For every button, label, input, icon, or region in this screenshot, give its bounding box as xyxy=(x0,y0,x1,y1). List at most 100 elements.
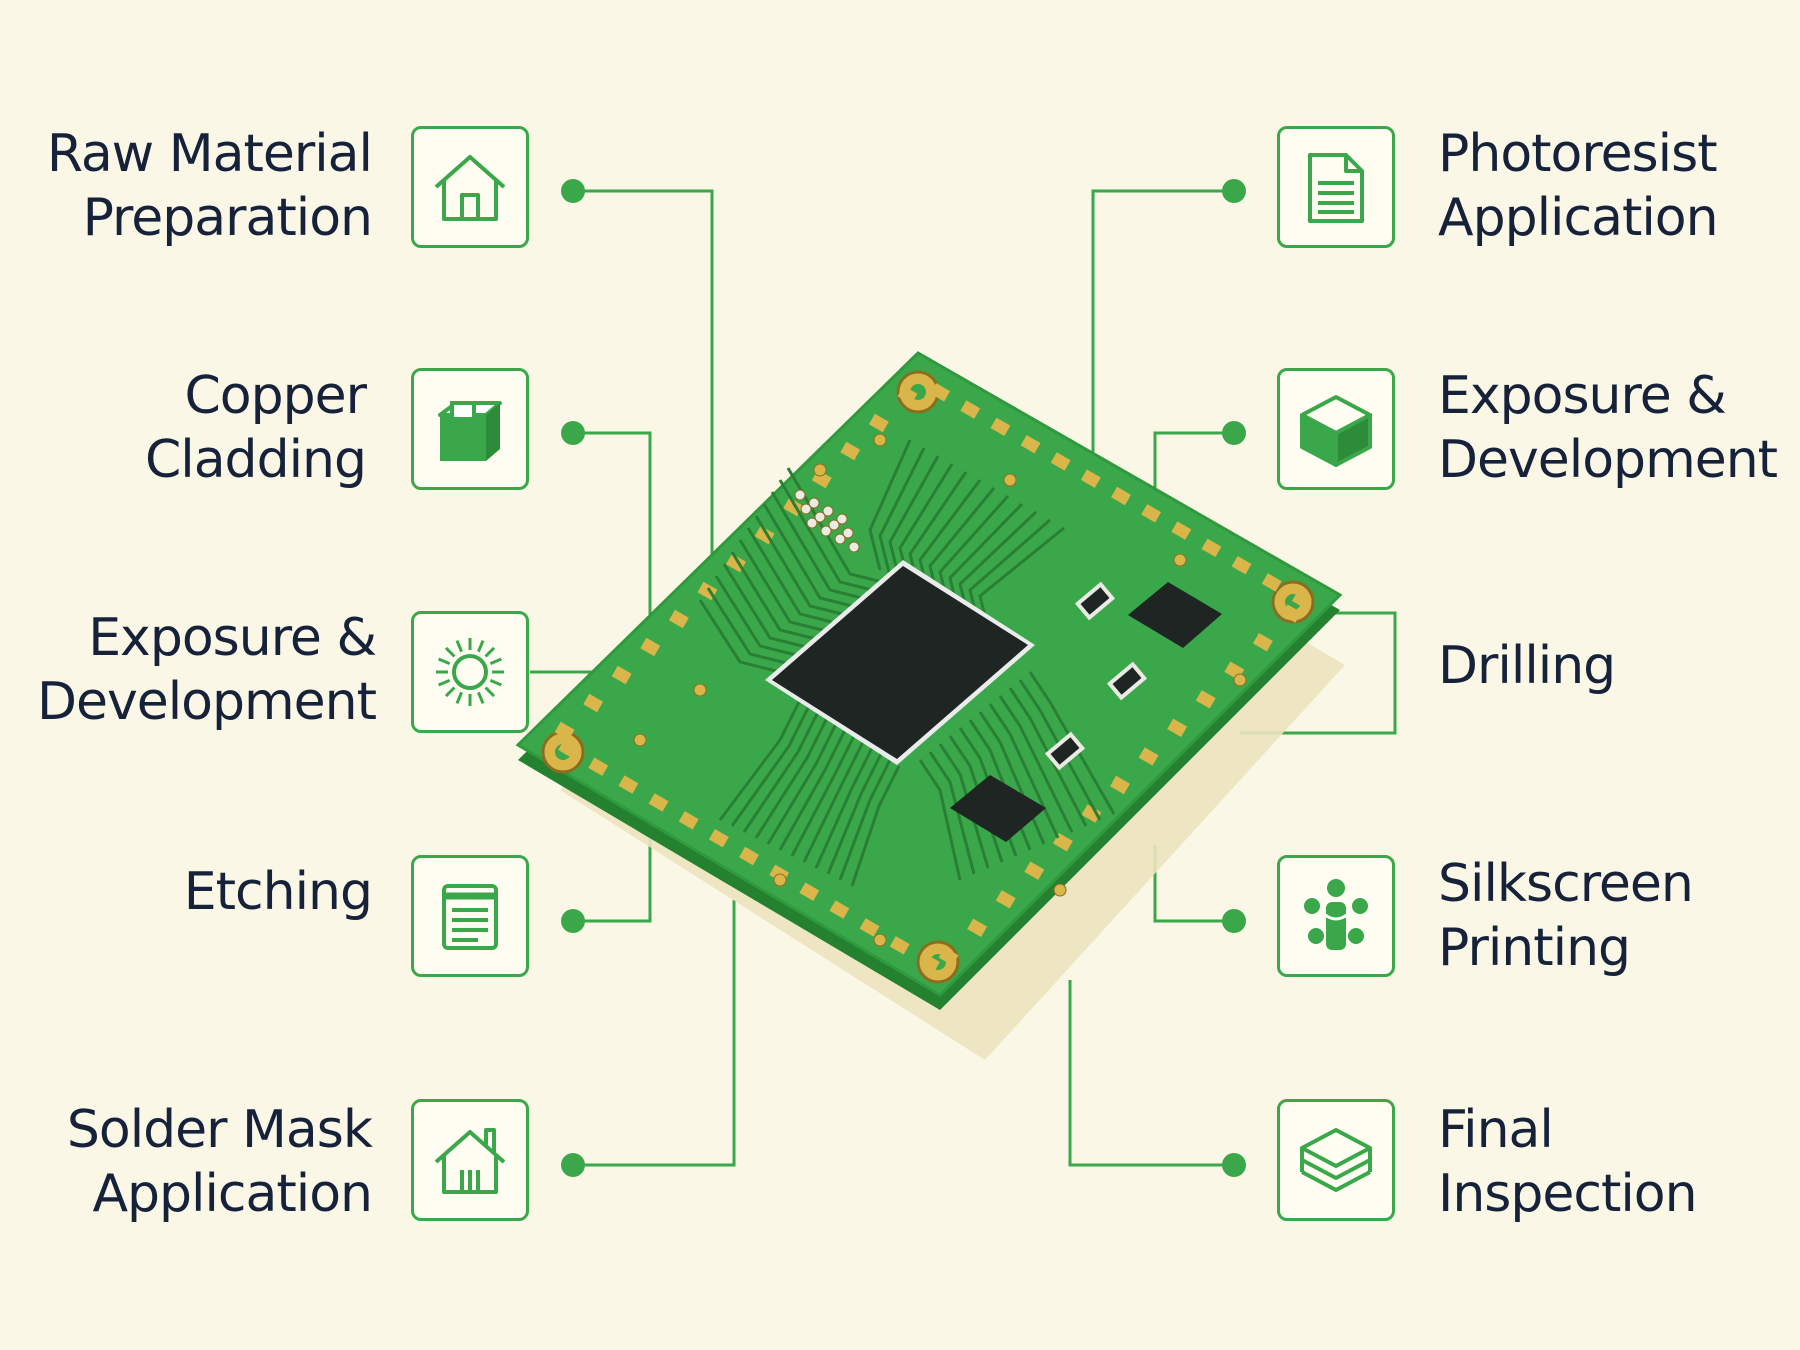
connector-dot xyxy=(561,909,585,933)
sun-icon xyxy=(436,638,504,706)
step-label-final-inspection: Final Inspection xyxy=(1438,1100,1698,1224)
via xyxy=(800,503,812,515)
trace xyxy=(838,759,892,881)
edge-pad xyxy=(1291,590,1312,609)
trace xyxy=(762,503,861,610)
trace xyxy=(1018,679,1102,821)
edge-pad xyxy=(1231,555,1252,575)
step-icon-box-photoresist xyxy=(1277,126,1395,248)
via xyxy=(1053,883,1067,897)
trace xyxy=(746,527,841,626)
step-icon-box-raw-material xyxy=(411,126,529,248)
via xyxy=(836,513,848,525)
sun-ray xyxy=(477,640,485,653)
edge-pads xyxy=(554,383,1312,973)
edge-pad xyxy=(1080,469,1101,488)
layers-icon xyxy=(1300,1128,1372,1192)
document-icon xyxy=(1308,153,1364,223)
connector-etching xyxy=(573,830,652,923)
trace xyxy=(918,759,962,881)
via xyxy=(794,489,806,501)
trace xyxy=(730,551,821,642)
edge-pad xyxy=(588,757,609,776)
sun-ray xyxy=(438,657,451,665)
edge-pad xyxy=(1281,604,1302,623)
edge-pad xyxy=(1141,504,1162,523)
trace xyxy=(790,735,856,857)
sun-ray xyxy=(444,646,456,658)
step-label-etching: Etching xyxy=(183,862,373,922)
trace xyxy=(722,563,811,650)
step-label-solder-mask-application: Solder Mask Application xyxy=(66,1100,373,1224)
edge-pad xyxy=(1171,521,1192,540)
trace xyxy=(738,539,831,634)
trace xyxy=(928,751,976,875)
sun-ray xyxy=(444,686,456,698)
edge-pad xyxy=(868,413,889,433)
edge-pad xyxy=(1050,452,1071,471)
edge-pad xyxy=(1167,718,1188,738)
via xyxy=(814,511,826,523)
edge-pad xyxy=(1201,538,1222,558)
edge-pad xyxy=(1138,747,1159,766)
via xyxy=(806,517,818,529)
edge-pad xyxy=(1081,804,1102,823)
trace xyxy=(988,703,1060,839)
house-chimney-icon xyxy=(434,1128,506,1194)
edge-pad xyxy=(930,383,951,402)
people-icon xyxy=(1304,879,1368,950)
edge-pad xyxy=(708,828,729,848)
connector-dot xyxy=(1222,179,1246,203)
trace xyxy=(778,479,881,594)
trace xyxy=(754,515,851,618)
edge-pad xyxy=(668,609,689,629)
edge-pad xyxy=(840,441,861,461)
via xyxy=(822,505,834,517)
step-icon-box-copper-cladding xyxy=(411,368,529,490)
edge-pad xyxy=(1261,573,1282,592)
connector-dot xyxy=(561,421,585,445)
via xyxy=(813,463,827,477)
trace xyxy=(1008,687,1088,827)
trace xyxy=(742,711,820,833)
edge-pad xyxy=(829,900,850,919)
via xyxy=(773,873,787,887)
connector-raw-material xyxy=(573,189,714,560)
trace xyxy=(814,747,874,869)
trace xyxy=(698,599,781,674)
notepad-icon xyxy=(442,884,498,950)
step-icon-box-exposure-left xyxy=(411,611,529,733)
trace xyxy=(826,753,883,875)
main-chip xyxy=(765,560,1035,765)
step-label-drilling: Drilling xyxy=(1438,636,1616,696)
trace xyxy=(778,729,847,851)
small-components xyxy=(950,581,1222,842)
connector-copper-cladding xyxy=(573,431,652,620)
via xyxy=(842,527,854,539)
via xyxy=(1003,473,1017,487)
edge-pad xyxy=(889,936,910,955)
trace xyxy=(718,699,802,821)
edge-pad xyxy=(995,890,1016,909)
step-label-exposure-development-right: Exposure & Development xyxy=(1438,366,1778,490)
trace xyxy=(754,717,829,839)
edge-pad xyxy=(859,918,880,937)
edge-pad xyxy=(1195,690,1216,709)
sun-ray xyxy=(438,679,451,687)
edge-pad xyxy=(739,846,759,866)
step-label-raw-material-preparation: Raw Material Preparation xyxy=(46,124,373,248)
edge-pad xyxy=(554,721,575,741)
edge-pad xyxy=(799,882,820,901)
edge-pad xyxy=(648,793,669,812)
edge-pad xyxy=(678,811,699,830)
cube-icon xyxy=(1300,395,1372,467)
step-label-silkscreen-printing: Silkscreen Printing xyxy=(1438,854,1694,978)
via xyxy=(834,533,846,545)
sun-ray xyxy=(455,640,463,653)
connector-photoresist xyxy=(1091,189,1234,470)
trace xyxy=(802,741,865,863)
trace xyxy=(868,439,912,571)
